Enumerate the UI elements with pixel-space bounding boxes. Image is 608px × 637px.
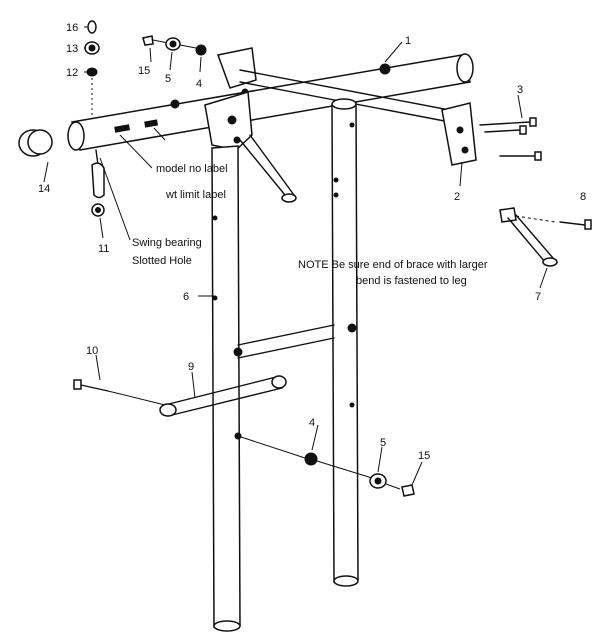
front-bracket [204, 91, 253, 151]
part-number-13: 13 [66, 43, 78, 55]
part-number-5-top: 5 [165, 73, 171, 85]
front-diagonal-brace [239, 134, 297, 203]
swing-bearing-label: Swing bearing [132, 237, 202, 249]
part-number-5-bottom: 5 [380, 437, 386, 449]
note-line-2: bend is fastened to leg [356, 275, 467, 287]
part-number-6: 6 [183, 291, 189, 303]
lower-brace [159, 375, 287, 417]
rear-leg [331, 98, 359, 587]
wt-limit-label: wt limit label [165, 189, 226, 201]
part-number-16: 16 [66, 22, 78, 34]
part-number-11: 11 [98, 243, 109, 255]
swing-hardware [84, 20, 100, 118]
bolt-3-set [479, 117, 542, 161]
rear-bracket-assembly [216, 47, 477, 166]
text-labels: model no label wt limit label Swing bear… [132, 163, 488, 287]
note-line-1: NOTE Be sure end of brace with larger [298, 259, 488, 271]
part-number-4-top: 4 [196, 78, 202, 90]
slotted-hole-label: Slotted Hole [132, 255, 192, 267]
model-no-label: model no label [156, 163, 228, 175]
bolt-10 [73, 379, 166, 406]
part-number-15-bottom: 15 [418, 450, 430, 462]
leg-crossbar [237, 324, 335, 359]
part-number-10: 10 [86, 345, 98, 357]
bolt-8 [515, 215, 592, 230]
top-hardware [142, 35, 207, 56]
leader-lines [43, 26, 548, 486]
side-brace [499, 207, 558, 267]
end-cap [18, 129, 53, 157]
part-number-2: 2 [454, 191, 460, 203]
part-number-15-top: 15 [138, 65, 150, 77]
part-number-12: 12 [66, 67, 78, 79]
part-number-3: 3 [517, 84, 523, 96]
top-rail [67, 53, 474, 151]
swing-bearing [91, 149, 105, 217]
front-leg [211, 145, 243, 632]
part-number-7: 7 [535, 291, 541, 303]
part-number-9: 9 [188, 361, 194, 373]
bottom-hardware [237, 435, 415, 497]
part-number-1: 1 [405, 35, 411, 47]
rail-label-marks [114, 119, 159, 133]
part-number-8: 8 [580, 191, 586, 203]
part-number-14: 14 [38, 183, 50, 195]
part-numbers: 1 2 3 4 4 5 5 6 7 8 9 10 11 12 13 14 15 … [38, 22, 586, 462]
part-number-4-bottom: 4 [309, 417, 315, 429]
